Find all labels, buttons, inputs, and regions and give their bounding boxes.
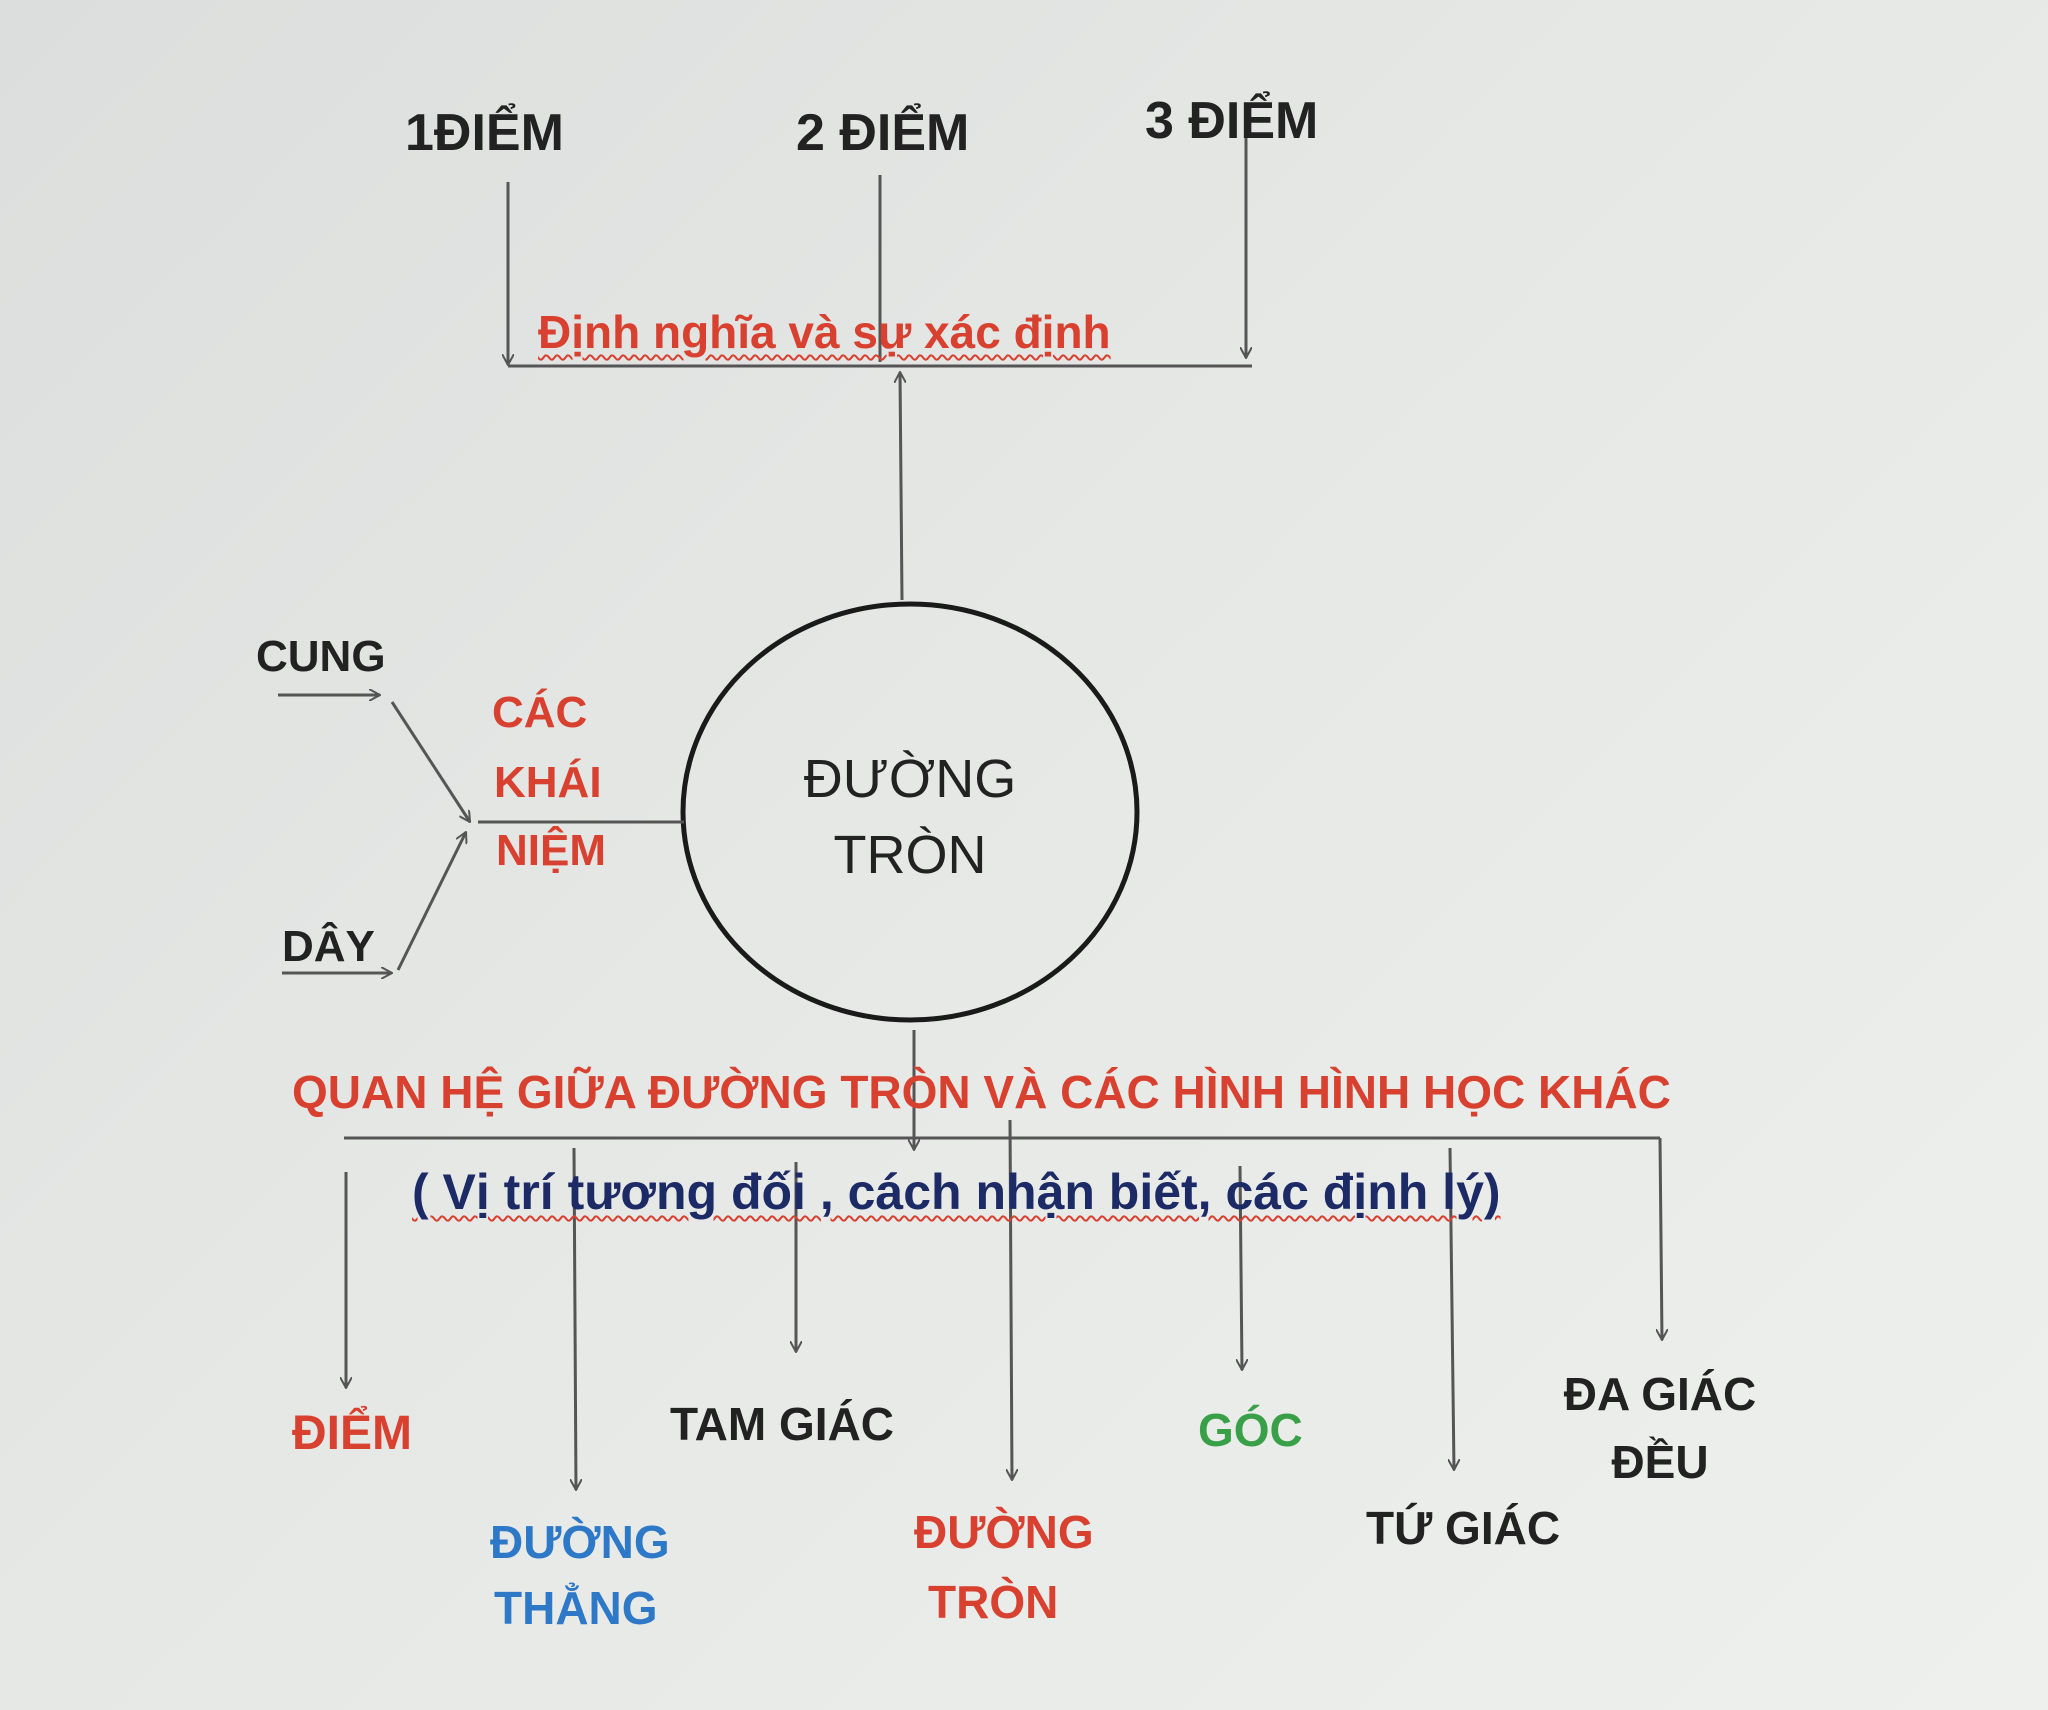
branch-label-regular-polygon-2: ĐỀU [1611,1436,1709,1488]
branch-label-quadrilateral: TỨ GIÁC [1366,1502,1561,1554]
branch-quadrilateral [1450,1147,1454,1470]
branch-label-regular-polygon-1: ĐA GIÁC [1563,1368,1757,1420]
branch-label-point: ĐIỂM [292,1407,412,1460]
branch-line [574,1147,576,1490]
label-arc: CUNG [256,632,386,681]
label-concepts-1: CÁC [492,688,588,737]
label-concepts-2: KHÁI [494,758,602,807]
branch-label-line-2: THẲNG [494,1582,658,1634]
circle-label-line2: TRÒN [833,825,987,885]
branch-regular-polygon [1660,1137,1662,1340]
branch-label-circle-1: ĐƯỜNG [914,1506,1094,1558]
label-2-points: 2 ĐIỂM [796,104,970,162]
definition-heading: Định nghĩa và sự xác định [538,306,1111,358]
relation-subtitle: ( Vị trí tương đối , cách nhận biết, các… [412,1164,1501,1220]
circle-label-line1: ĐƯỜNG [803,749,1017,809]
main-circle [680,601,1140,1023]
branch-circle [1010,1119,1012,1480]
relation-title: QUAN HỆ GIỮA ĐƯỜNG TRÒN VÀ CÁC HÌNH HÌNH… [292,1066,1671,1118]
branch-label-triangle: TAM GIÁC [670,1398,895,1450]
label-1-point: 1ĐIỂM [405,104,564,162]
arrow-circle-to-definition [900,372,902,601]
branch-angle [1240,1165,1242,1370]
branch-label-angle: GÓC [1198,1404,1303,1456]
label-3-points: 3 ĐIỂM [1145,92,1319,150]
label-chord: DÂY [282,922,375,971]
arrow-day-to-concepts [396,832,466,971]
branch-label-circle-2: TRÒN [928,1576,1059,1628]
arrow-cung-to-concepts [390,701,472,822]
branch-label-line-1: ĐƯỜNG [490,1516,670,1568]
label-concepts-3: NIỆM [496,826,606,875]
